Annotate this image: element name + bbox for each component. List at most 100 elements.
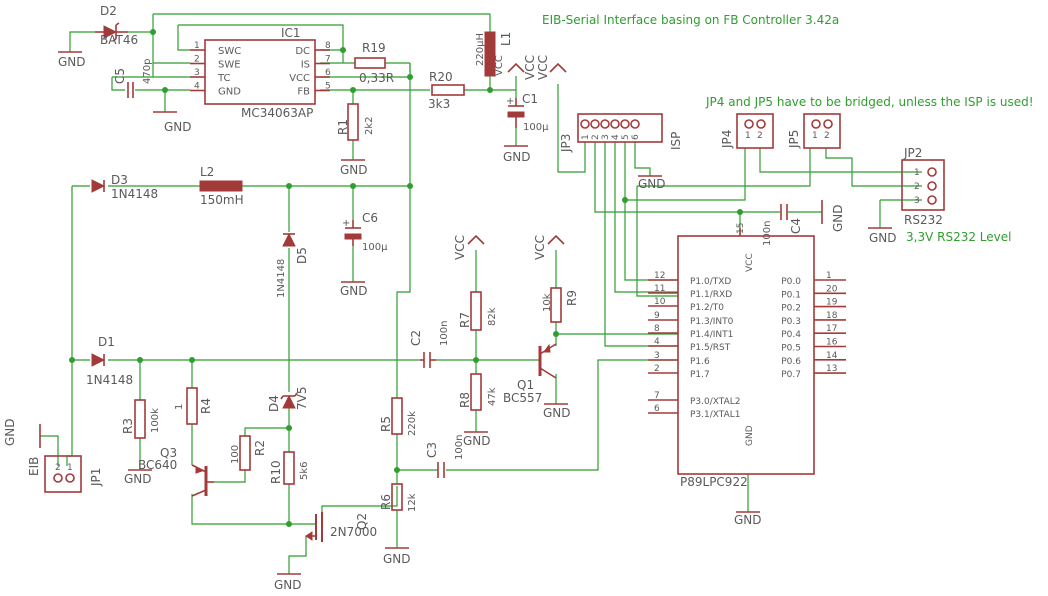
header-pin-number: 5 — [621, 134, 631, 140]
vcc-symbols: VCC VCC VCC VCC — [453, 55, 567, 260]
svg-text:RS232: RS232 — [904, 213, 943, 227]
svg-text:3k3: 3k3 — [428, 97, 450, 111]
mcu-pin-number: 13 — [826, 364, 837, 374]
svg-text:R9: R9 — [565, 290, 579, 306]
header-pin-number: 1 — [914, 168, 920, 178]
svg-text:+: + — [506, 96, 514, 107]
svg-text:2N7000: 2N7000 — [330, 525, 377, 539]
mcu-pin-number: 6 — [654, 404, 660, 414]
mcu-pin-name: P1.5/RST — [690, 343, 731, 353]
resistor-r4: 1 R4 — [174, 387, 213, 425]
ic1-pin-number: 2 — [194, 55, 200, 65]
mcu-pin-number: 11 — [654, 284, 665, 294]
mcu-pin-number: 8 — [654, 324, 660, 334]
svg-text:R8: R8 — [458, 392, 472, 408]
svg-text:EIB: EIB — [27, 457, 41, 476]
gnd-label: GND — [831, 204, 845, 232]
mcu-pin-name: P0.3 — [781, 317, 801, 327]
resistor-r2: 100 R2 — [230, 435, 267, 471]
svg-text:12k: 12k — [407, 493, 418, 512]
header-pin — [630, 119, 640, 129]
svg-text:220k: 220k — [407, 411, 418, 436]
transistor-q1: Q1 BC557 — [503, 343, 557, 405]
gnd-label: GND — [383, 552, 411, 566]
svg-text:R3: R3 — [121, 418, 135, 434]
mcu-pin-number: 10 — [654, 297, 666, 307]
svg-text:R6: R6 — [379, 494, 393, 510]
ic1-pin-name: IS — [301, 60, 310, 71]
header-pin-number: 3 — [914, 196, 920, 206]
gnd-label: GND — [734, 513, 762, 527]
svg-text:JP2: JP2 — [903, 146, 922, 160]
svg-text:470p: 470p — [142, 59, 153, 84]
junctions — [69, 29, 743, 527]
ic1-pin-number: 8 — [325, 41, 331, 51]
mcu-pin-number: 19 — [826, 298, 838, 308]
header-pin-number: 3 — [601, 134, 611, 140]
mcu-pin-number: 17 — [826, 324, 837, 334]
svg-text:JP1: JP1 — [89, 468, 103, 487]
transistor-q3: Q3 BC640 — [138, 446, 214, 497]
svg-text:D2: D2 — [100, 4, 117, 18]
svg-text:R20: R20 — [429, 70, 453, 84]
mcu-pin-number: 3 — [654, 351, 660, 361]
svg-text:1: 1 — [812, 131, 818, 141]
svg-text:BAT46: BAT46 — [100, 33, 138, 47]
mcu-pin-number: 4 — [654, 337, 660, 347]
mosfet-q2: Q2 2N7000 — [305, 512, 377, 542]
mcu-pin-name: P1.0/TXD — [690, 277, 731, 287]
gnd-label: GND — [274, 578, 302, 592]
resistor-r1: R1 2k2 — [336, 103, 375, 141]
capacitor-c5: C5 470p — [113, 59, 153, 98]
vcc-label: VCC — [536, 55, 550, 80]
svg-text:R1: R1 — [336, 119, 350, 135]
svg-text:100k: 100k — [150, 408, 161, 433]
resistor-r6: R6 12k — [379, 483, 418, 512]
ic1-pin-number: 7 — [325, 55, 331, 65]
resistor-r8: R8 47k — [458, 373, 498, 411]
ic1-pin-name: FB — [297, 87, 310, 98]
svg-text:15: 15 — [736, 223, 746, 234]
header-pin — [580, 119, 590, 129]
resistor-r9: 10k R9 — [542, 287, 579, 323]
svg-text:100µ: 100µ — [523, 122, 549, 133]
svg-text:100n: 100n — [439, 321, 450, 346]
mcu-pin-name: P1.2/T0 — [690, 303, 724, 313]
mcu-pin-name: P0.0 — [781, 277, 801, 287]
svg-text:Q3: Q3 — [160, 446, 177, 460]
svg-text:MC34063AP: MC34063AP — [241, 106, 313, 120]
svg-text:R10: R10 — [269, 460, 283, 484]
svg-text:BC640: BC640 — [138, 458, 177, 472]
diode-d2: D2 BAT46 — [95, 4, 138, 47]
svg-text:C6: C6 — [362, 211, 378, 225]
svg-text:D3: D3 — [111, 173, 128, 187]
header-pin — [610, 119, 620, 129]
svg-text:Q2: Q2 — [355, 513, 369, 530]
svg-text:7V5: 7V5 — [295, 387, 309, 410]
capacitor-c2: C2 100n — [409, 321, 450, 368]
svg-text:D5: D5 — [295, 247, 309, 264]
svg-text:1N4148: 1N4148 — [111, 187, 158, 201]
mcu-pin-name: P1.1/RXD — [690, 290, 732, 300]
svg-text:VCC: VCC — [745, 253, 755, 272]
svg-text:ISP: ISP — [669, 132, 683, 150]
header-jp4: 1 2 JP4 — [720, 113, 774, 149]
header-pin-number: 4 — [611, 134, 621, 140]
svg-text:150mH: 150mH — [200, 193, 244, 207]
ic1-pin-name: SWE — [218, 60, 241, 71]
svg-text:5k6: 5k6 — [299, 461, 310, 480]
svg-text:1: 1 — [67, 463, 73, 473]
svg-text:1N4148: 1N4148 — [276, 259, 287, 298]
gnd-label: GND — [3, 418, 17, 446]
resistor-r5: R5 220k — [379, 397, 418, 436]
svg-text:JP5: JP5 — [787, 130, 801, 149]
mcu-pin-name: P0.4 — [781, 330, 801, 340]
diode-d1: D1 1N4148 — [86, 335, 133, 387]
jumper-note: JP4 and JP5 have to be bridged, unless t… — [705, 95, 1034, 109]
mcu-pin-name: P3.0/XTAL2 — [690, 397, 740, 407]
resistor-r20: R20 3k3 — [428, 70, 465, 111]
ic1-pin-name: TC — [217, 73, 231, 84]
svg-text:1N4148: 1N4148 — [86, 373, 133, 387]
resistor-r10: R10 5k6 — [269, 451, 310, 485]
